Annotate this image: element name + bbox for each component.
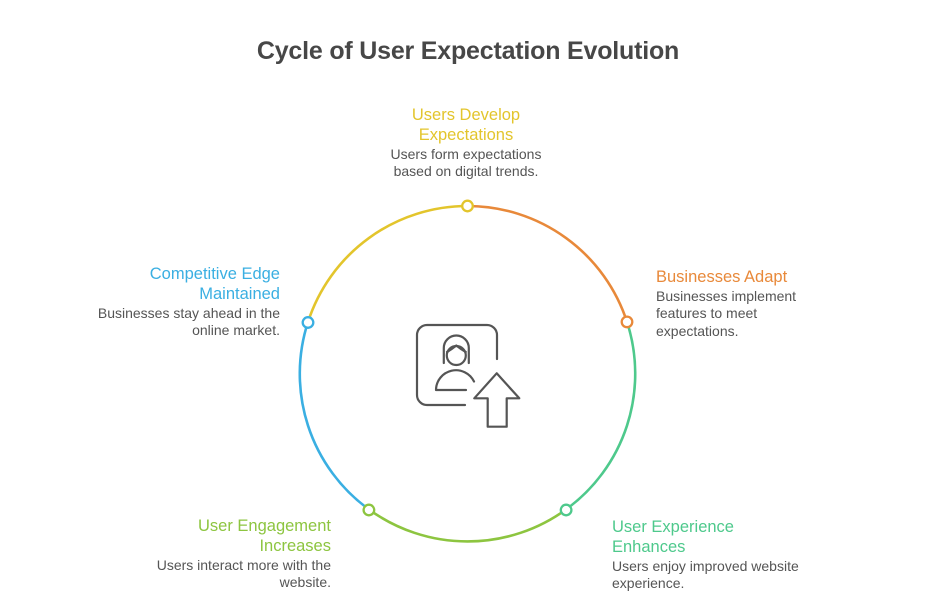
step-title: User Engagement Increases xyxy=(157,516,331,556)
step-businesses-adapt: Businesses Adapt Businesses implement fe… xyxy=(656,267,796,340)
step-description-line: based on digital trends. xyxy=(393,163,539,180)
node-businesses-adapt xyxy=(620,315,634,329)
arc-left-to-top xyxy=(306,204,469,324)
node-users-develop xyxy=(461,199,474,213)
hair-icon xyxy=(442,334,470,365)
step-title-line: Businesses Adapt xyxy=(656,268,788,286)
step-description-line: expectations. xyxy=(656,322,739,339)
step-description-line: features to meet xyxy=(656,305,758,322)
step-description: Users form expectations based on digital… xyxy=(316,146,616,181)
step-title-line: Competitive Edge xyxy=(149,265,280,283)
node-competitive-edge xyxy=(301,316,315,329)
step-user-experience-enhances: User Experience Enhances Users enjoy imp… xyxy=(612,517,799,593)
step-title-line: Increases xyxy=(259,537,331,555)
step-description-line: website. xyxy=(279,574,331,591)
step-title-line: Users Develop xyxy=(411,106,521,124)
step-description-line: experience. xyxy=(612,575,685,592)
step-users-develop-expectations: Users Develop Expectations Users form ex… xyxy=(316,105,616,181)
user-upgrade-icon xyxy=(415,323,521,428)
arrow-up-icon xyxy=(473,372,521,428)
step-title-line: Maintained xyxy=(199,285,280,303)
step-title: Competitive Edge Maintained xyxy=(98,264,280,304)
step-competitive-edge-maintained: Competitive Edge Maintained Businesses s… xyxy=(98,264,280,340)
step-title-line: User Experience xyxy=(612,518,734,536)
profile-frame-icon xyxy=(415,323,499,407)
step-description-line: Businesses implement xyxy=(656,288,797,304)
face-icon xyxy=(445,344,467,367)
step-description: Businesses stay ahead in the online mark… xyxy=(98,305,280,340)
step-description-line: online market. xyxy=(192,322,280,339)
shoulders-icon xyxy=(434,369,476,392)
arc-bottom-right-to-bottom-left xyxy=(367,508,568,543)
step-description-line: Users interact more with the xyxy=(156,557,331,573)
step-title-line: User Engagement xyxy=(198,517,331,535)
step-title: Businesses Adapt xyxy=(656,267,796,287)
step-description-line: Businesses stay ahead in the xyxy=(97,305,280,321)
arc-right-to-bottom-right xyxy=(564,320,637,511)
node-user-engagement xyxy=(362,503,376,517)
step-description-line: Users enjoy improved website xyxy=(612,558,799,574)
step-title-line: Enhances xyxy=(612,538,686,556)
step-user-engagement-increases: User Engagement Increases Users interact… xyxy=(157,516,331,592)
page-title: Cycle of User Expectation Evolution xyxy=(256,37,680,65)
arc-top-to-right xyxy=(466,204,629,324)
bangs-icon xyxy=(445,344,467,354)
step-description: Businesses implement features to meet ex… xyxy=(656,288,796,340)
step-title: Users Develop Expectations xyxy=(316,105,616,145)
arc-bottom-left-to-left xyxy=(298,320,371,511)
step-title-line: Expectations xyxy=(418,126,514,144)
step-description: Users enjoy improved website experience. xyxy=(612,558,799,593)
step-title: User Experience Enhances xyxy=(612,517,799,557)
step-description-line: Users form expectations xyxy=(390,146,542,162)
step-description: Users interact more with the website. xyxy=(157,557,331,592)
node-user-experience xyxy=(559,503,573,517)
